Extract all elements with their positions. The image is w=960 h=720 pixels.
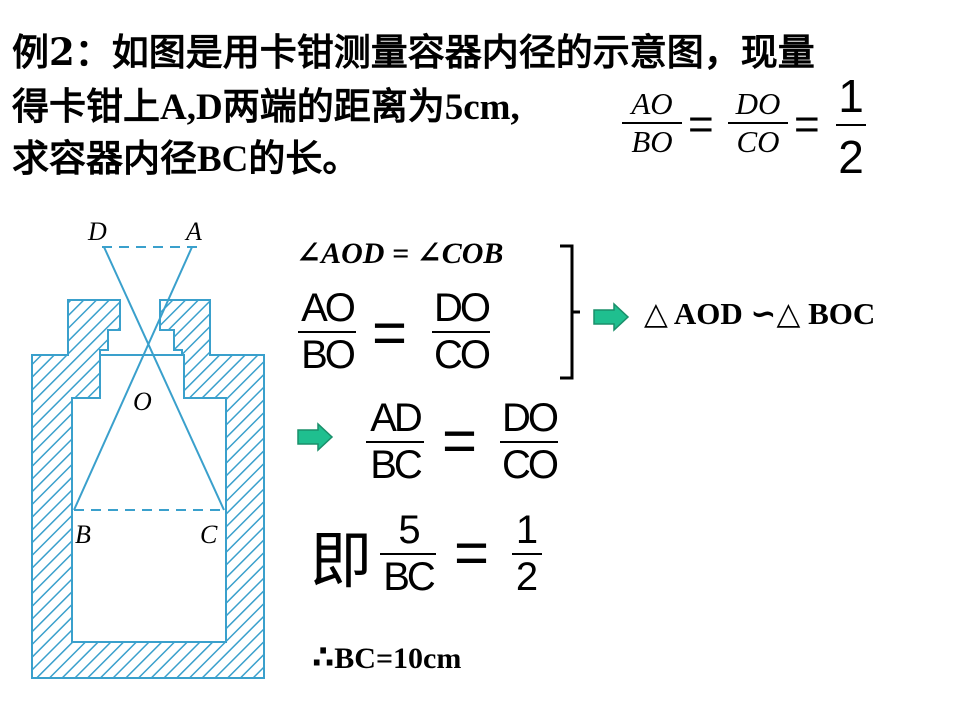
step2-frac-ad-bc: AD BC (366, 396, 424, 488)
step1-eq: = (372, 299, 408, 366)
caliper-container-figure: D A O B C (31, 217, 265, 679)
right-brace (560, 244, 580, 380)
problem-line-2: 得卡钳上A,D两端的距离为5cm, (12, 84, 520, 128)
step3-eq: = (454, 519, 490, 586)
label-A: A (184, 217, 202, 246)
step3-frac-5-bc: 5 BC (380, 508, 436, 600)
angle-equality: ∠AOD = ∠COB (296, 237, 504, 270)
problem-line-3: 求容器内径BC的长。 (12, 136, 360, 180)
step2-eq: = (442, 407, 478, 474)
given-ratio-eq-1: = (688, 100, 714, 149)
step2-frac-do-co: DO CO (500, 396, 559, 487)
label-B: B (75, 520, 91, 549)
given-ratio-frac-2: DO CO (728, 86, 788, 160)
caliper-arm-a-to-b (73, 246, 193, 511)
step1-frac-ao-bo: AO BO (298, 286, 356, 378)
similarity-statement: △ AOD ∽△ BOC (644, 296, 876, 332)
label-O: O (133, 387, 152, 416)
label-D: D (87, 217, 107, 246)
step3-prefix: 即 (310, 524, 373, 597)
given-ratio-eq-2: = (794, 100, 820, 149)
label-C: C (200, 520, 218, 549)
conclusion: ∴BC=10cm (312, 638, 462, 676)
arrow-right-icon (297, 422, 334, 452)
step1-frac-do-co: DO CO (432, 286, 491, 377)
caliper-arm-d-to-c (103, 246, 225, 511)
therefore-symbol: ∴ (312, 638, 335, 676)
given-ratio-frac-1: AO BO (622, 86, 682, 160)
problem-line-1: 例2：如图是用卡钳测量容器内径的示意图，现量 (12, 30, 815, 74)
arrow-right-icon (593, 302, 630, 332)
given-ratio-frac-3: 1 2 (836, 68, 866, 188)
step3-frac-1-2: 1 2 (512, 508, 542, 600)
